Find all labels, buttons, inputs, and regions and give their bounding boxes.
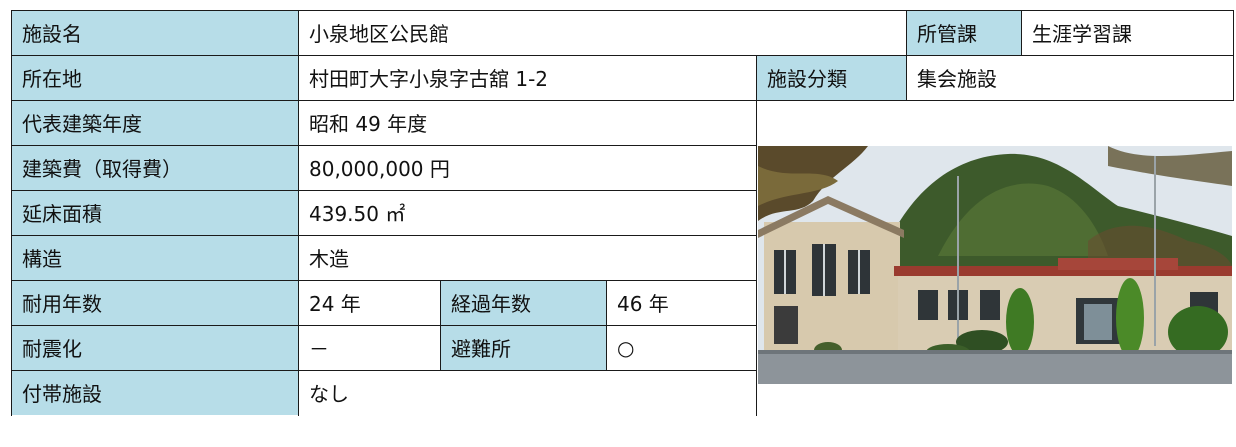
grid-line <box>11 190 757 191</box>
department-value: 生涯学習課 <box>1021 10 1233 55</box>
grid-line <box>11 10 1234 11</box>
cost-label: 建築費（取得費） <box>11 145 298 190</box>
elapsed-years-value: 46 年 <box>606 280 756 325</box>
floor-area-value: 439.50 ㎡ <box>298 190 756 235</box>
category-value: 集会施設 <box>906 55 1233 100</box>
grid-line <box>298 10 299 416</box>
facility-name-value: 小泉地区公民館 <box>298 10 906 55</box>
grid-line <box>11 100 1234 101</box>
facility-name-label: 施設名 <box>11 10 298 55</box>
grid-line <box>11 325 757 326</box>
grid-line <box>11 55 1234 56</box>
shelter-value: ○ <box>606 325 756 370</box>
elapsed-years-label: 経過年数 <box>440 280 606 325</box>
grid-line <box>11 145 757 146</box>
built-year-value: 昭和 49 年度 <box>298 100 756 145</box>
grid-line <box>11 10 12 416</box>
category-label: 施設分類 <box>756 55 906 100</box>
structure-value: 木造 <box>298 235 756 280</box>
grid-line <box>906 10 907 101</box>
structure-label: 構造 <box>11 235 298 280</box>
grid-line <box>1021 10 1022 56</box>
cost-value: 80,000,000 円 <box>298 145 756 190</box>
grid-line <box>756 55 757 416</box>
service-life-value: 24 年 <box>298 280 440 325</box>
grid-line <box>11 370 757 371</box>
service-life-label: 耐用年数 <box>11 280 298 325</box>
facility-photo <box>758 146 1232 384</box>
floor-area-label: 延床面積 <box>11 190 298 235</box>
location-label: 所在地 <box>11 55 298 100</box>
annex-label: 付帯施設 <box>11 370 298 415</box>
facility-photo-illustration <box>758 146 1232 384</box>
built-year-label: 代表建築年度 <box>11 100 298 145</box>
location-value: 村田町大字小泉字古舘 1-2 <box>298 55 756 100</box>
grid-line <box>606 280 607 371</box>
grid-line <box>440 280 441 371</box>
grid-line <box>11 235 757 236</box>
seismic-value: － <box>298 325 440 370</box>
department-label: 所管課 <box>906 10 1021 55</box>
annex-value: なし <box>298 370 756 415</box>
seismic-label: 耐震化 <box>11 325 298 370</box>
shelter-label: 避難所 <box>440 325 606 370</box>
grid-line <box>1233 10 1234 101</box>
grid-line <box>11 280 757 281</box>
